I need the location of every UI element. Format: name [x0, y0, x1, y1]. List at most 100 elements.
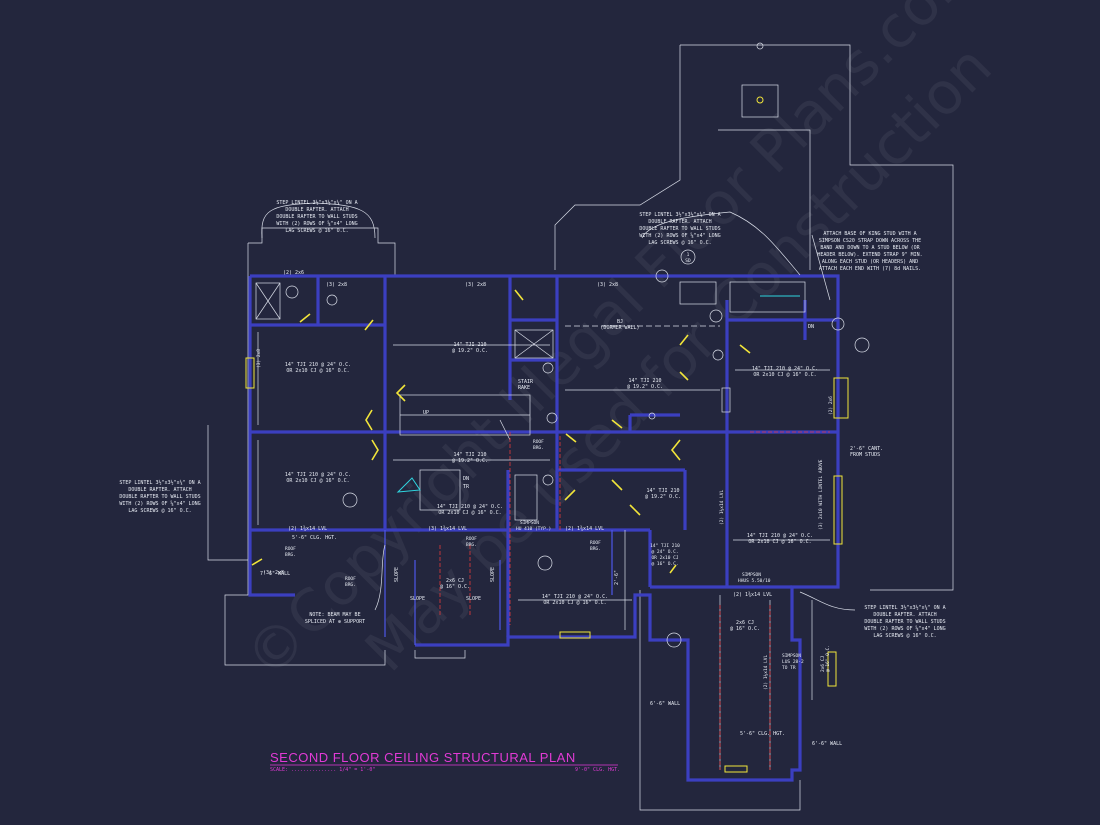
note-text: NOTE: BEAM MAY BE [309, 612, 360, 618]
section-callouts: 1 SD [342, 42, 870, 648]
note-text: LAG SCREWS @ 16" O.C. [873, 633, 936, 639]
wall-label: 7'-6" WALL [260, 571, 290, 577]
note-top-right: ATTACH BASE OF KING STUD WITH A SIMPSON … [811, 231, 923, 301]
note-bottom-right: STEP LINTEL 3½"x3½"x¼" ON A DOUBLE RAFTE… [799, 591, 946, 639]
joist-label: 14" TJI 210 [453, 452, 486, 458]
joist-label: 2x6 CJ [446, 578, 464, 584]
header-label: (2) 2x6 [828, 396, 834, 415]
stair-direction-label: DN [808, 324, 814, 330]
wall-label: 6'-6" WALL [650, 701, 680, 707]
joist-label: 2x6 CJ [820, 655, 826, 672]
lvl-label: (2) 1¾x14 LVL [763, 654, 769, 690]
joist-label: 14" TJI 210 [646, 488, 679, 494]
ceiling-height-label: 5'-6" CLG. HGT. [740, 731, 785, 737]
note-top-left: STEP LINTEL 3½"x3½"x¼" ON A DOUBLE RAFTE… [261, 199, 376, 239]
structural-labels: 14" TJI 210 @ 24" O.C. OR 2x10 CJ @ 16" … [256, 270, 883, 747]
fixtures [285, 285, 731, 486]
note-beam: NOTE: BEAM MAY BE SPLICED AT ⊕ SUPPORT [305, 544, 386, 625]
roof-outline [207, 44, 954, 811]
callout-sheet: SD [685, 258, 691, 264]
note-text: DOUBLE RAFTER. ATTACH [285, 207, 348, 213]
note-text: LAG SCREWS @ 16" O.C. [128, 508, 191, 514]
note-text: DOUBLE RAFTER TO WALL STUDS [119, 494, 200, 500]
plan-title: SECOND FLOOR CEILING STRUCTURAL PLAN [270, 750, 576, 765]
joist-label: @ 16" O.C. [651, 561, 678, 567]
simpson-label: HU 410 (TYP.) [516, 526, 551, 532]
slope-label: SLOPE [466, 596, 481, 602]
simpson-label: SIMPSON [520, 520, 539, 526]
beam-lines [439, 431, 830, 770]
stair-direction-label: DN [463, 476, 469, 482]
header-label: (3) 2x8 [263, 570, 284, 576]
plan-scale: SCALE: ............... 1/4" = 1'-0" [270, 767, 375, 773]
note-text: DOUBLE RAFTER TO WALL STUDS [276, 214, 357, 220]
cantilever-label: FROM STUDS [850, 452, 880, 458]
simpson-label: LUS 28-2 [782, 659, 804, 665]
lvl-label: (2) 1¾x14 LVL [288, 526, 327, 532]
joist-label: @ 19.2" O.C. [627, 384, 663, 390]
joist-label: 14" TJI 210 [650, 543, 680, 549]
note-text: SPLICED AT ⊕ SUPPORT [305, 619, 365, 625]
note-text: WITH (2) ROWS OF ⅝"x4" LONG [864, 625, 945, 632]
joist-label: @ 16" O.C. [825, 645, 831, 672]
stair-direction-label: UP [423, 410, 429, 416]
note-text: WITH (2) ROWS OF ⅝"x4" LONG [276, 220, 357, 227]
note-text: STEP LINTEL 3½"x3½"x¼" ON A [276, 199, 357, 206]
note-text: BAND AND DOWN TO A STUD BELOW (OR [820, 245, 920, 251]
joist-label: @ 16" O.C. [440, 584, 470, 590]
simpson-label: HHUS 5.50/10 [738, 578, 771, 584]
joist-label: OR 2x10 CJ @ 16" O.C. [543, 600, 606, 606]
note-text: WITH (2) ROWS OF ⅝"x4" LONG [119, 500, 200, 507]
roof-bearing-label: ROOF [285, 546, 296, 552]
joist-label: @ 19.2" O.C. [452, 348, 488, 354]
slope-label: SLOPE [490, 567, 496, 582]
note-text: ALONG EACH STUD (OR HEADERS) AND [822, 259, 918, 265]
roof-bearing-label: ROOF [590, 540, 601, 546]
plan-ceiling-height: 9'-0" CLG. HGT. [575, 767, 620, 773]
note-text: STEP LINTEL 3½"x3½"x¼" ON A [864, 604, 945, 611]
joist-label: 14" TJI 210 @ 24" O.C. [285, 472, 351, 478]
joist-label: @ 19.2" O.C. [645, 494, 681, 500]
header-label: (3) 2x8 [465, 282, 486, 288]
joist-label: @ 16" O.C. [730, 626, 760, 632]
door-swings [251, 289, 751, 574]
roof-bearing-label: ROOF [466, 536, 477, 542]
interior-lines [255, 281, 813, 770]
wall-label: 6'-6" WALL [812, 741, 842, 747]
span-arrows [257, 325, 830, 601]
dormer-label: BJ [617, 319, 623, 325]
note-text: WITH (2) ROWS OF ⅝"x4" LONG [639, 232, 720, 239]
note-text: DOUBLE RAFTER TO WALL STUDS [639, 226, 720, 232]
note-text: DOUBLE RAFTER. ATTACH [873, 612, 936, 618]
joist-label: 14" TJI 210 @ 24" O.C. [747, 533, 813, 539]
dormer-label: (DORMER WALL) [600, 325, 639, 331]
header-label: (3) 2x8 [597, 282, 618, 288]
lvl-label: (2) 1¾x14 LVL [719, 489, 725, 525]
note-text: DOUBLE RAFTER TO WALL STUDS [864, 619, 945, 625]
joist-label: OR 2x10 CJ @ 16" O.C. [286, 478, 349, 484]
note-text: SIMPSON CS20 STRAP DOWN ACROSS THE [819, 238, 921, 244]
roof-bearing-label: BRG. [466, 542, 477, 548]
joist-label: 14" TJI 210 @ 24" O.C. [437, 504, 503, 510]
title-block: SECOND FLOOR CEILING STRUCTURAL PLAN SCA… [270, 750, 620, 773]
note-top-center: STEP LINTEL 3½"x3½"x¼" ON A DOUBLE RAFTE… [639, 211, 801, 276]
joist-label: 14" TJI 210 [453, 342, 486, 348]
header-label: (3) 2x8 [256, 349, 262, 368]
roof-bearing-label: ROOF [533, 439, 544, 445]
simpson-label: TO TR [782, 665, 796, 671]
lvl-label: (3) 1¾x14 LVL [428, 526, 467, 532]
lvl-label: (2) 1¾x14 LVL [733, 592, 772, 598]
joist-label: 2x6 CJ [736, 620, 754, 626]
joist-label: 14" TJI 210 @ 24" O.C. [285, 362, 351, 368]
note-text: DOUBLE RAFTER. ATTACH [648, 219, 711, 225]
simpson-label: SIMPSON [742, 572, 761, 578]
slope-label: SLOPE [410, 596, 425, 602]
note-text: LAG SCREWS @ 16" O.C. [648, 240, 711, 246]
roof-bearing-label: BRG. [345, 582, 356, 588]
note-left: STEP LINTEL 3½"x3½"x¼" ON A DOUBLE RAFTE… [119, 479, 200, 514]
note-text: STEP LINTEL 3½"x3½"x¼" ON A [639, 211, 720, 218]
joist-label: @ 24" O.C. [651, 549, 678, 555]
stair-label: RAKE [518, 385, 530, 391]
joist-label: 14" TJI 210 @ 24" O.C. [752, 366, 818, 372]
joist-label: 14" TJI 210 @ 24" O.C. [542, 594, 608, 600]
